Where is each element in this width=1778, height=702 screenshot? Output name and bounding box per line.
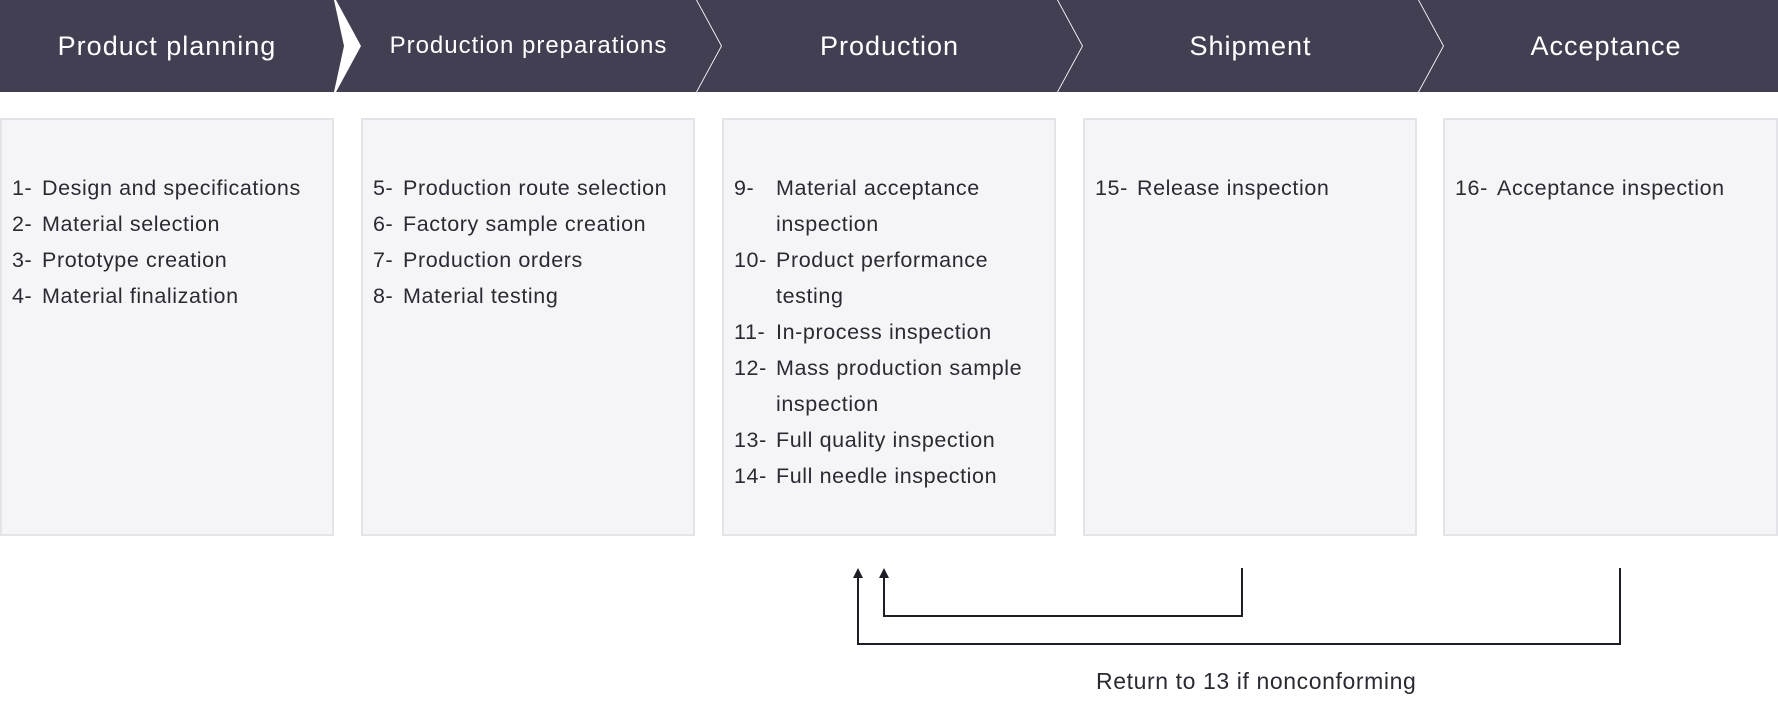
step-item: 4- Material finalization [12, 278, 332, 314]
step-item: 14- Full needle inspection [734, 458, 1054, 494]
step-text: Production route selection [403, 176, 668, 200]
step-item: 11- In-process inspection [734, 314, 1054, 350]
step-item: 9- Material acceptance inspection [734, 170, 1054, 242]
step-text: Design and specifications [42, 176, 301, 200]
step-number: 7- [373, 248, 394, 272]
stage-shipment: Shipment [1058, 0, 1443, 92]
return-arrow-shipment [883, 568, 1243, 617]
step-number: 2- [12, 212, 33, 236]
step-item: 5- Production route selection [373, 170, 693, 206]
step-text: Factory sample creation [403, 212, 647, 236]
step-text: Material acceptance inspection [776, 176, 980, 236]
feedback-arrows [853, 568, 1621, 645]
step-number: 16- [1455, 176, 1488, 200]
step-number: 1- [12, 176, 33, 200]
step-number: 12- [734, 356, 767, 380]
step-text: Production orders [403, 248, 583, 272]
step-number: 8- [373, 284, 394, 308]
step-text: Product performance testing [776, 248, 989, 308]
stage-label: Production [819, 30, 960, 61]
step-text: Full quality inspection [776, 428, 996, 452]
step-text: Acceptance inspection [1497, 176, 1725, 200]
step-list: 1- Design and specifications 2- Material s… [2, 120, 332, 314]
step-text: Material testing [403, 284, 559, 308]
step-number: 6- [373, 212, 394, 236]
step-number: 15- [1095, 176, 1128, 200]
step-number: 9- [734, 176, 755, 200]
stage-product-planning: Product planning [0, 0, 344, 92]
step-number: 4- [12, 284, 33, 308]
step-number: 5- [373, 176, 394, 200]
stage-label: Acceptance [1530, 30, 1682, 61]
step-text: Mass production sample inspection [776, 356, 1023, 416]
step-item: 13- Full quality inspection [734, 422, 1054, 458]
step-text: Material finalization [42, 284, 239, 308]
step-list: 9- Material acceptance inspection 10- Prod… [724, 120, 1054, 494]
step-item: 1- Design and specifications [12, 170, 332, 206]
step-item: 7- Production orders [373, 242, 693, 278]
step-text: Prototype creation [42, 248, 228, 272]
arrowhead-icon [879, 568, 889, 578]
stage-production: Production [697, 0, 1082, 92]
step-item: 2- Material selection [12, 206, 332, 242]
step-number: 14- [734, 464, 767, 488]
stage-acceptance: Acceptance [1419, 0, 1778, 92]
step-item: 15- Release inspection [1095, 170, 1415, 206]
step-list: 5- Production route selection 6- Factory s… [363, 120, 693, 314]
box-production-preparations: 5- Production route selection 6- Factory s… [361, 118, 695, 536]
step-text: Material selection [42, 212, 221, 236]
step-number: 10- [734, 248, 767, 272]
step-list: 15- Release inspection [1085, 120, 1415, 206]
step-number: 3- [12, 248, 33, 272]
stage-production-preparations: Production preparations [336, 0, 721, 92]
stage-label: Shipment [1189, 30, 1312, 61]
stage-label: Product planning [57, 30, 277, 61]
step-list: 16- Acceptance inspection [1445, 120, 1776, 206]
step-number: 11- [734, 320, 766, 344]
step-item: 16- Acceptance inspection [1455, 170, 1776, 206]
box-production: 9- Material acceptance inspection 10- Prod… [722, 118, 1056, 536]
process-header: Product planning Production preparations… [0, 0, 1778, 92]
step-item: 12- Mass production sample inspection [734, 350, 1054, 422]
box-shipment: 15- Release inspection [1083, 118, 1417, 536]
return-note: Return to 13 if nonconforming [1096, 668, 1417, 694]
box-product-planning: 1- Design and specifications 2- Material s… [0, 118, 334, 536]
step-text: Full needle inspection [776, 464, 998, 488]
box-acceptance: 16- Acceptance inspection [1443, 118, 1778, 536]
stage-label: Production preparations [389, 32, 668, 59]
return-arrow-acceptance [857, 568, 1621, 645]
arrowhead-icon [853, 568, 863, 578]
step-item: 3- Prototype creation [12, 242, 332, 278]
step-text: In-process inspection [776, 320, 992, 344]
step-text: Release inspection [1137, 176, 1330, 200]
step-item: 8- Material testing [373, 278, 693, 314]
step-number: 13- [734, 428, 767, 452]
step-item: 6- Factory sample creation [373, 206, 693, 242]
step-item: 10- Product performance testing [734, 242, 1054, 314]
